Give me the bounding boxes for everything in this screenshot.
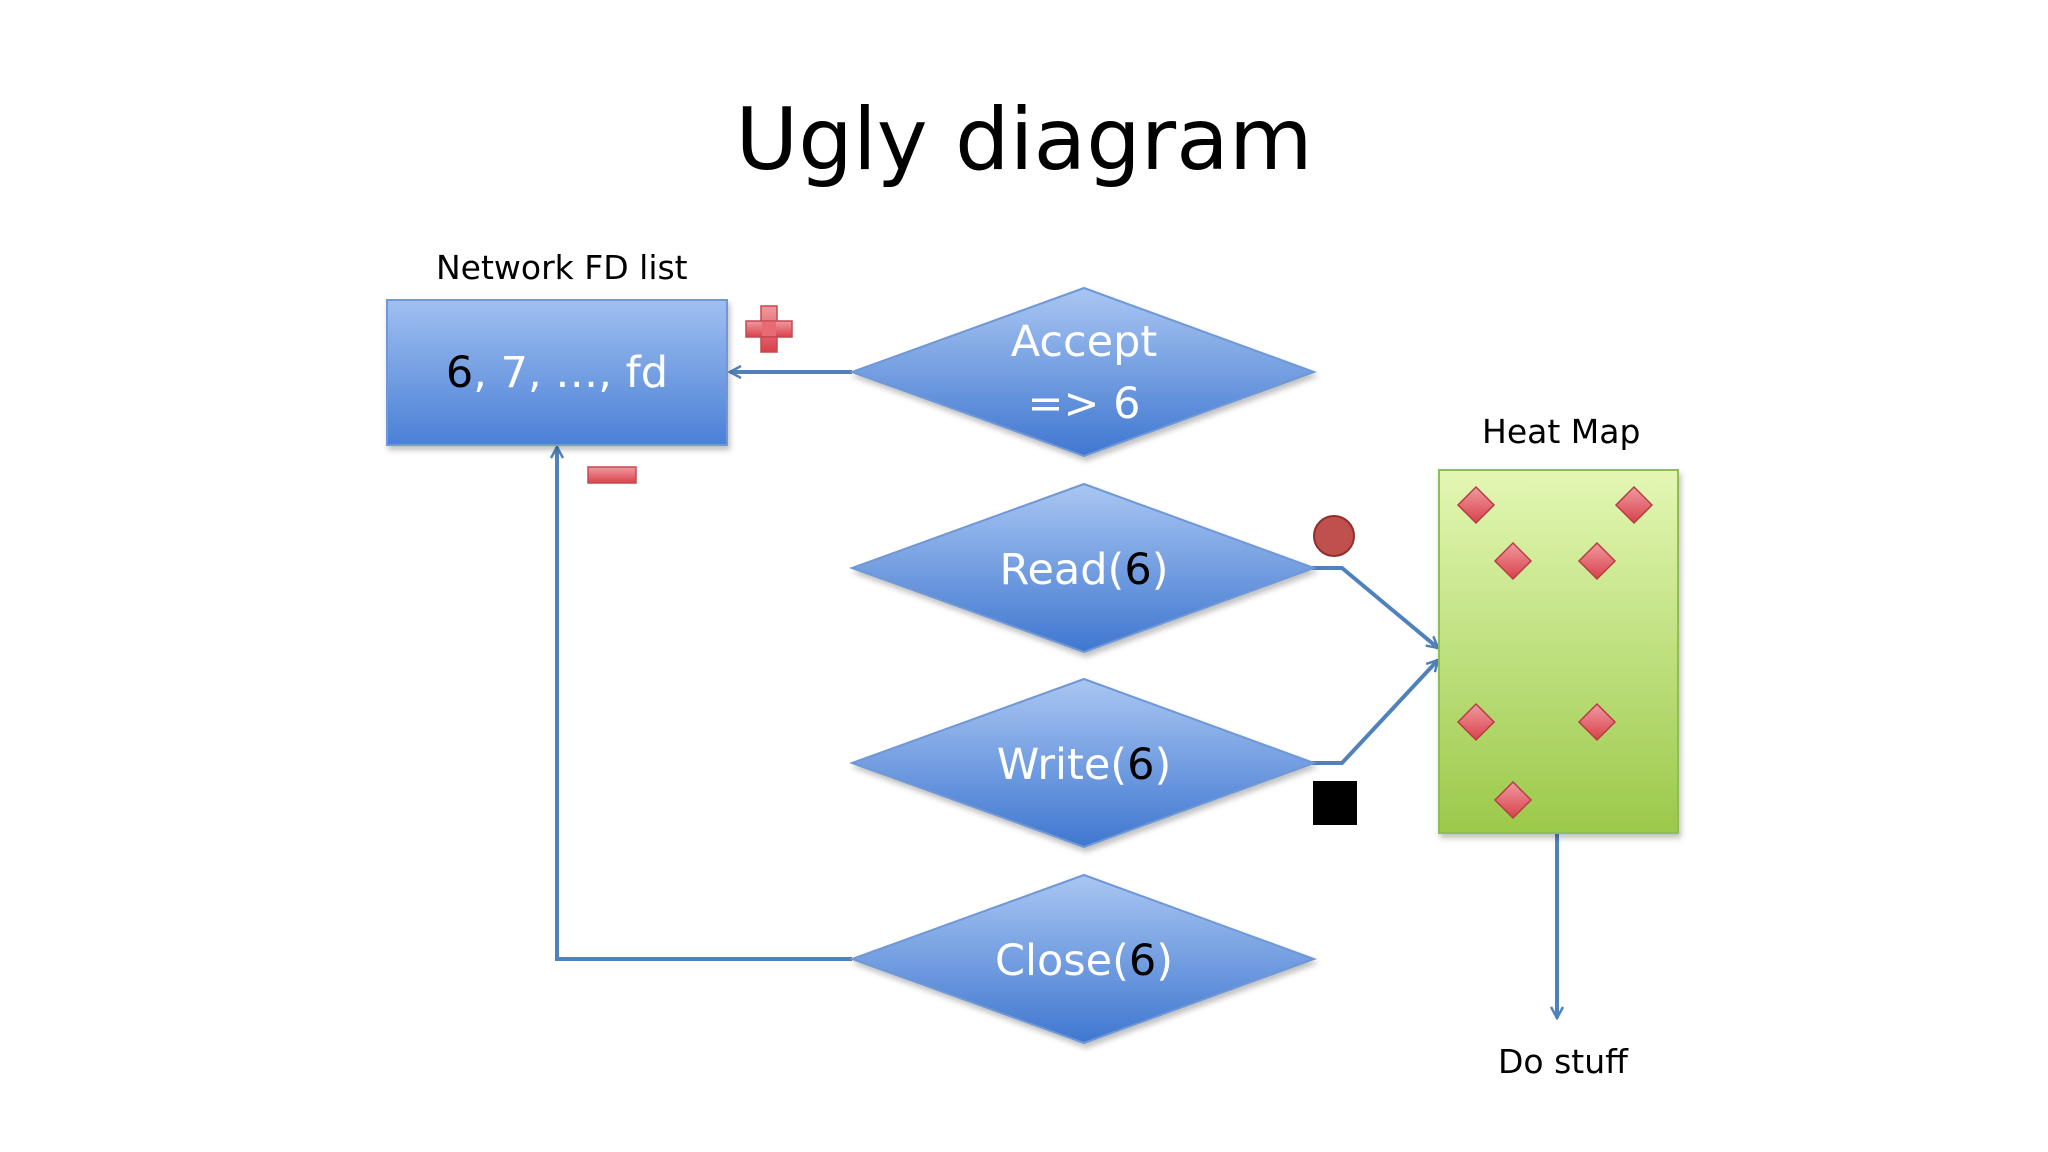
write-diamond: Write(6) — [849, 677, 1317, 849]
diamond-icon — [1456, 702, 1496, 742]
read-suffix: ) — [1152, 545, 1169, 595]
read-arg: 6 — [1124, 545, 1151, 595]
heat-map-box — [1438, 469, 1679, 834]
fd-list-rest: , 7, …, fd — [473, 348, 668, 398]
write-label: Write( — [997, 740, 1127, 790]
accept-label-line1: Accept — [1011, 317, 1158, 367]
heat-points — [1456, 485, 1654, 820]
svg-text:Close(6): Close(6) — [995, 936, 1173, 986]
connectors — [557, 372, 1557, 1018]
fd-list-box: 6, 7, …, fd — [386, 299, 728, 446]
close-label: Close( — [995, 936, 1129, 986]
plus-icon — [745, 305, 793, 353]
read-to-heatmap-arrow — [1312, 566, 1438, 648]
circle-icon — [1313, 515, 1355, 557]
close-diamond: Close(6) — [849, 873, 1317, 1045]
diamond-icon — [1614, 485, 1654, 525]
svg-text:Read(6): Read(6) — [1000, 545, 1169, 595]
diamond-icon — [1577, 702, 1617, 742]
diamond-icon — [1493, 780, 1533, 820]
accept-diamond: Accept => 6 — [849, 286, 1317, 458]
write-to-heatmap-arrow — [1312, 660, 1438, 765]
accept-label-line2: => 6 — [1027, 379, 1140, 429]
diamond-icon — [1577, 541, 1617, 581]
close-arg: 6 — [1129, 936, 1156, 986]
read-label: Read( — [1000, 545, 1125, 595]
svg-text:6, 7, …, fd: 6, 7, …, fd — [446, 348, 668, 398]
minus-icon — [587, 466, 637, 484]
svg-text:Write(6): Write(6) — [997, 740, 1171, 790]
write-suffix: ) — [1154, 740, 1171, 790]
do-stuff-label: Do stuff — [1498, 1042, 1628, 1081]
read-diamond: Read(6) — [849, 482, 1317, 654]
square-icon — [1313, 781, 1357, 825]
fd-list-caption: Network FD list — [436, 248, 688, 287]
page-title: Ugly diagram — [735, 90, 1313, 190]
diamond-icon — [1456, 485, 1496, 525]
fd-list-first: 6 — [446, 348, 473, 398]
close-suffix: ) — [1156, 936, 1173, 986]
close-to-fd-list-arrow — [557, 447, 852, 961]
diamond-icon — [1493, 541, 1533, 581]
heat-map-caption: Heat Map — [1482, 412, 1641, 451]
write-arg: 6 — [1127, 740, 1154, 790]
